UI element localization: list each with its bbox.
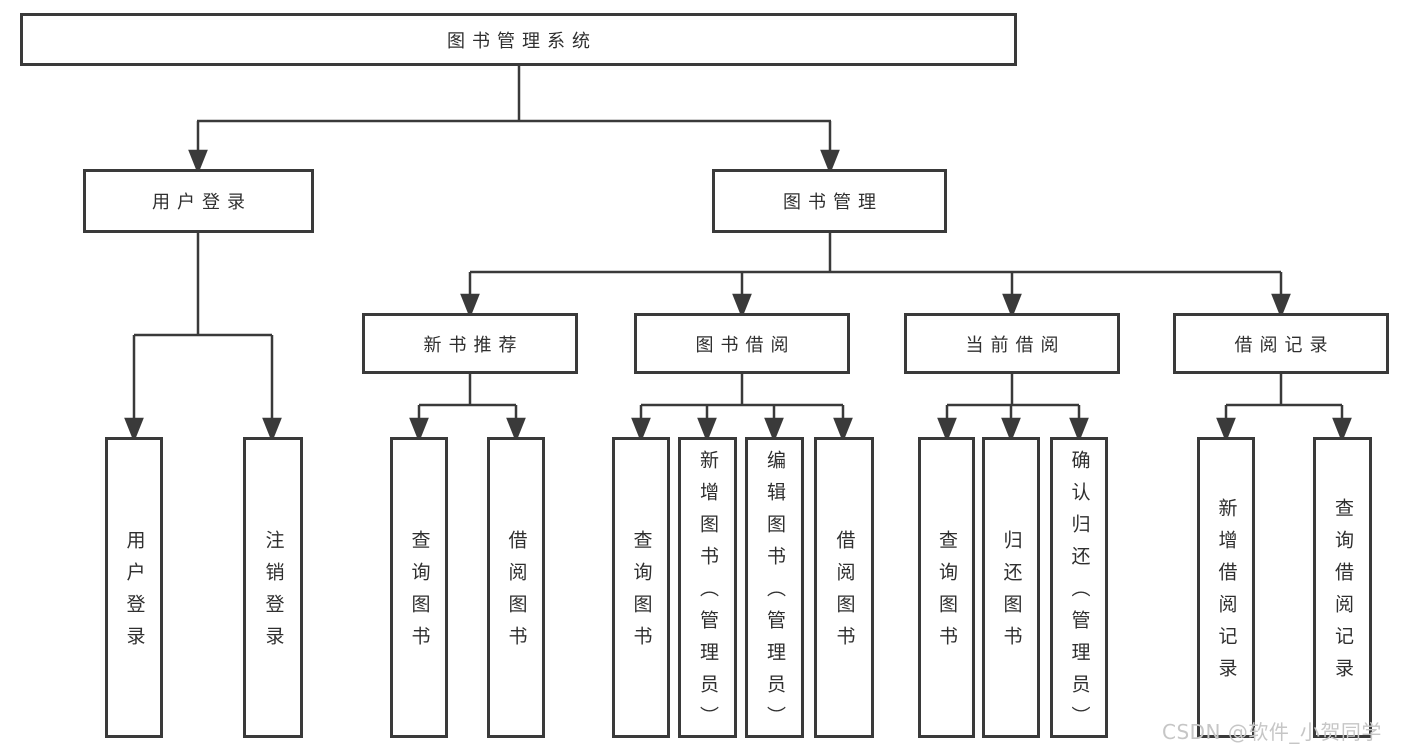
node-borrowing-records: 借阅记录	[1173, 313, 1389, 374]
arrowhead	[1001, 417, 1021, 443]
arrowhead	[631, 417, 651, 443]
leaf-query-borrow-record: 查询借阅记录	[1313, 437, 1372, 738]
leaf-query-books-recommend: 查询图书	[390, 437, 448, 738]
node-user-login: 用户登录	[83, 169, 314, 233]
node-label: 新书推荐	[423, 334, 524, 356]
arrowhead	[833, 417, 853, 443]
node-label: 用户登录	[123, 530, 146, 658]
node-label: 注销登录	[262, 530, 285, 658]
leaf-return-books: 归还图书	[982, 437, 1040, 738]
node-book-management: 图书管理	[712, 169, 947, 233]
arrowhead	[1002, 293, 1022, 319]
node-new-book-recommendation: 新书推荐	[362, 313, 578, 374]
leaf-confirm-return-admin: 确认归还（管理员）	[1050, 437, 1108, 738]
node-label: 图书管理系统	[447, 30, 597, 52]
arrowhead	[1069, 417, 1089, 443]
node-label: 借阅图书	[505, 530, 528, 658]
node-label: 查询借阅记录	[1332, 498, 1354, 690]
node-label: 查询图书	[408, 530, 431, 658]
node-label: 编辑图书（管理员）	[764, 450, 786, 738]
node-label: 新增图书（管理员）	[697, 450, 719, 738]
node-label: 借阅记录	[1234, 334, 1335, 356]
leaf-add-borrow-record: 新增借阅记录	[1197, 437, 1255, 738]
arrowhead	[409, 417, 429, 443]
leaf-borrow-books: 借阅图书	[814, 437, 874, 738]
leaf-add-book-admin: 新增图书（管理员）	[678, 437, 737, 738]
arrowhead	[1332, 417, 1352, 443]
arrowhead	[1216, 417, 1236, 443]
leaf-logout: 注销登录	[243, 437, 303, 738]
arrowhead	[937, 417, 957, 443]
node-label: 图书借阅	[695, 334, 796, 356]
node-label: 查询图书	[936, 530, 958, 658]
node-label: 借阅图书	[833, 530, 856, 658]
arrowhead	[732, 293, 752, 319]
watermark: CSDN @软件_小贺同学	[1162, 720, 1382, 744]
node-label: 用户登录	[152, 192, 252, 213]
leaf-query-books-borrowing: 查询图书	[612, 437, 670, 738]
node-current-borrowing: 当前借阅	[904, 313, 1120, 374]
leaf-user-login: 用户登录	[105, 437, 163, 738]
arrowhead	[1271, 293, 1291, 319]
arrowhead	[506, 417, 526, 443]
node-label: 归还图书	[1000, 530, 1023, 658]
node-library-management-system: 图书管理系统	[20, 13, 1017, 66]
node-book-borrowing: 图书借阅	[634, 313, 850, 374]
node-label: 图书管理	[783, 192, 883, 213]
node-label: 当前借阅	[965, 334, 1066, 356]
arrowhead	[460, 293, 480, 319]
node-label: 确认归还（管理员）	[1068, 450, 1091, 738]
node-label: 新增借阅记录	[1215, 498, 1238, 690]
leaf-borrow-books-recommend: 借阅图书	[487, 437, 545, 738]
arrowhead	[124, 417, 144, 443]
arrowhead	[262, 417, 282, 443]
node-label: 查询图书	[630, 530, 653, 658]
arrowhead	[697, 417, 717, 443]
arrowhead	[188, 149, 208, 175]
arrowhead	[820, 149, 840, 175]
arrowhead	[764, 417, 784, 443]
leaf-edit-book-admin: 编辑图书（管理员）	[745, 437, 804, 738]
leaf-query-books-current: 查询图书	[918, 437, 975, 738]
